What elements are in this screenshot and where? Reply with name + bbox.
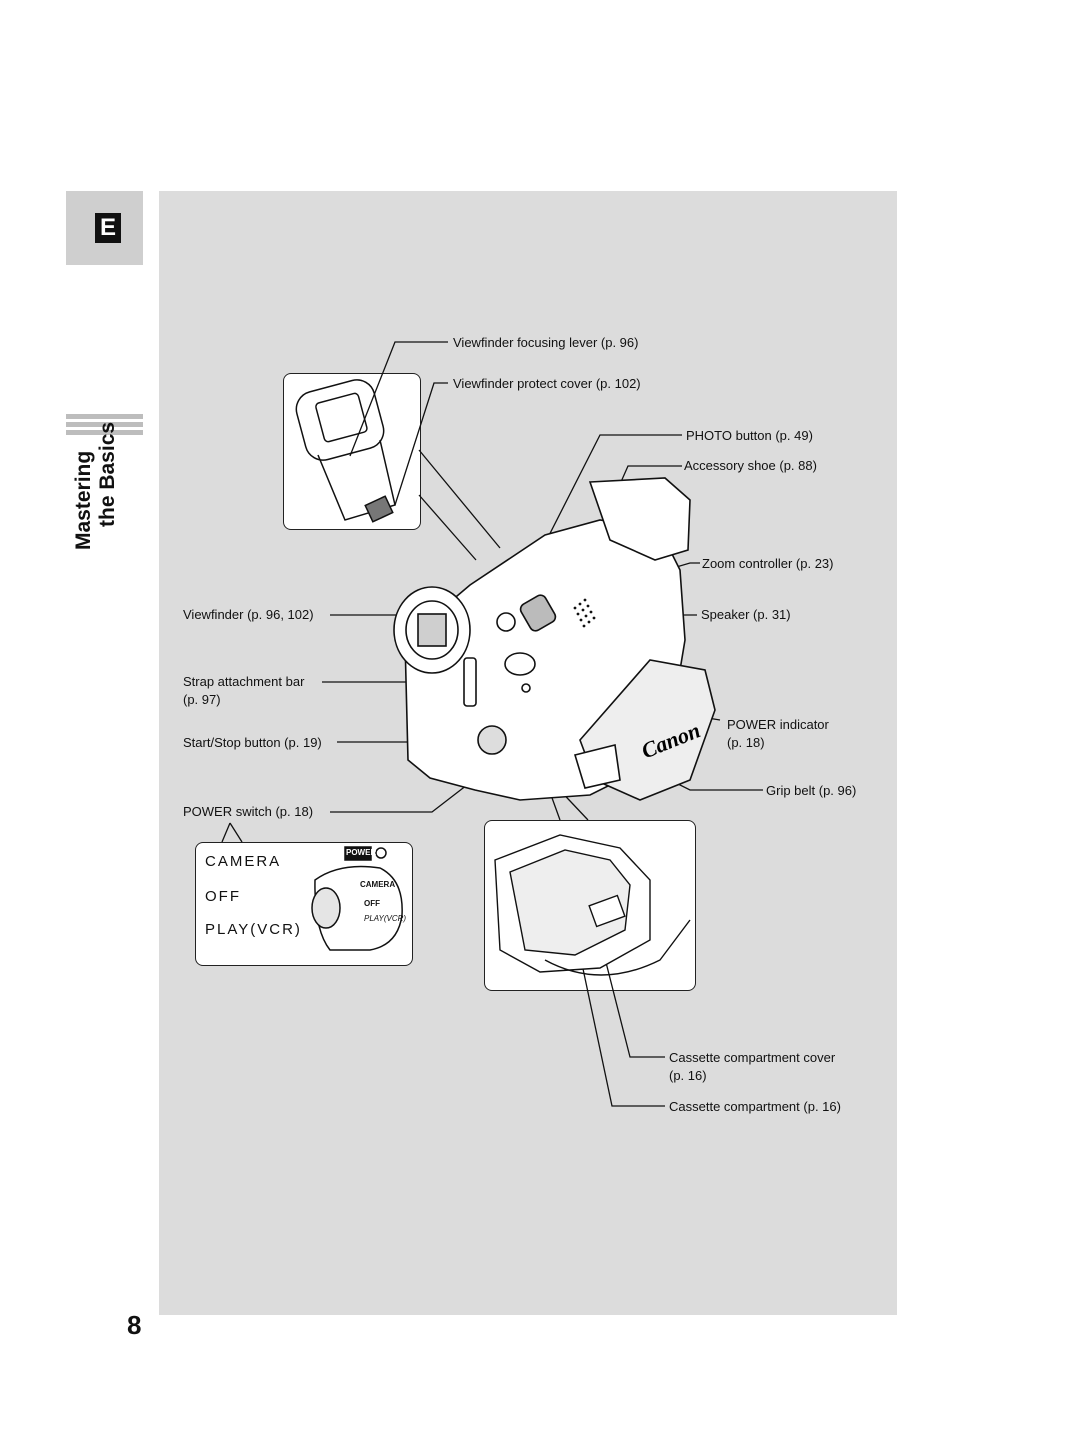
callout-wedge — [221, 822, 231, 843]
label-strap-attachment-bar: Strap attachment bar — [183, 674, 305, 689]
label-viewfinder-focusing-lever: Viewfinder focusing lever (p. 96) — [453, 335, 639, 350]
leader-line — [349, 341, 448, 457]
speaker-grille — [573, 598, 596, 628]
divider-stripe — [66, 430, 143, 435]
camcorder-body — [393, 477, 716, 801]
leader-line — [394, 382, 448, 506]
label-cassette-compartment: Cassette compartment (p. 16) — [669, 1099, 841, 1114]
label-power-indicator-page: (p. 18) — [727, 735, 765, 750]
cassette-compartment-drawing — [494, 834, 691, 976]
dial-play-text: PLAY(VCR) — [364, 914, 407, 923]
dial-off-text: OFF — [364, 899, 380, 908]
label-strap-attachment-bar-page: (p. 97) — [183, 692, 221, 707]
label-photo-button: PHOTO button (p. 49) — [686, 428, 813, 443]
label-grip-belt: Grip belt (p. 96) — [766, 783, 857, 798]
label-accessory-shoe: Accessory shoe (p. 88) — [684, 458, 817, 473]
power-tag: POWER — [346, 848, 377, 857]
label-power-indicator: POWER indicator — [727, 717, 829, 732]
mode-camera-text: CAMERA — [205, 853, 282, 870]
divider-stripe — [66, 414, 143, 419]
dial-camera-text: CAMERA — [360, 880, 396, 889]
label-power-switch: POWER switch (p. 18) — [183, 804, 314, 819]
callout-wedge — [418, 494, 477, 561]
section-tab-letter: E — [95, 213, 121, 243]
label-zoom-controller: Zoom controller (p. 23) — [702, 556, 834, 571]
page-number: 8 — [127, 1310, 142, 1340]
viewfinder-eyecup-drawing — [295, 379, 396, 523]
label-cassette-cover: Cassette compartment cover — [669, 1050, 836, 1065]
callout-wedge — [418, 449, 501, 549]
divider-stripe — [66, 422, 143, 427]
label-viewfinder: Viewfinder (p. 96, 102) — [183, 607, 314, 622]
mode-off-text: OFF — [205, 888, 241, 905]
mode-camera-label: CAMERA — [205, 853, 281, 870]
mode-off-label: OFF — [205, 888, 241, 905]
label-start-stop-button: Start/Stop button (p. 19) — [183, 735, 322, 750]
mode-play-text: PLAY(VCR) — [205, 921, 302, 938]
callout-wedge — [229, 822, 243, 843]
power-dial-drawing — [311, 846, 403, 951]
label-viewfinder-protect-cover: Viewfinder protect cover (p. 102) — [453, 376, 641, 391]
label-cassette-cover-page: (p. 16) — [669, 1068, 707, 1083]
label-speaker: Speaker (p. 31) — [701, 607, 791, 622]
mode-play-label: PLAY(VCR) — [205, 921, 302, 938]
